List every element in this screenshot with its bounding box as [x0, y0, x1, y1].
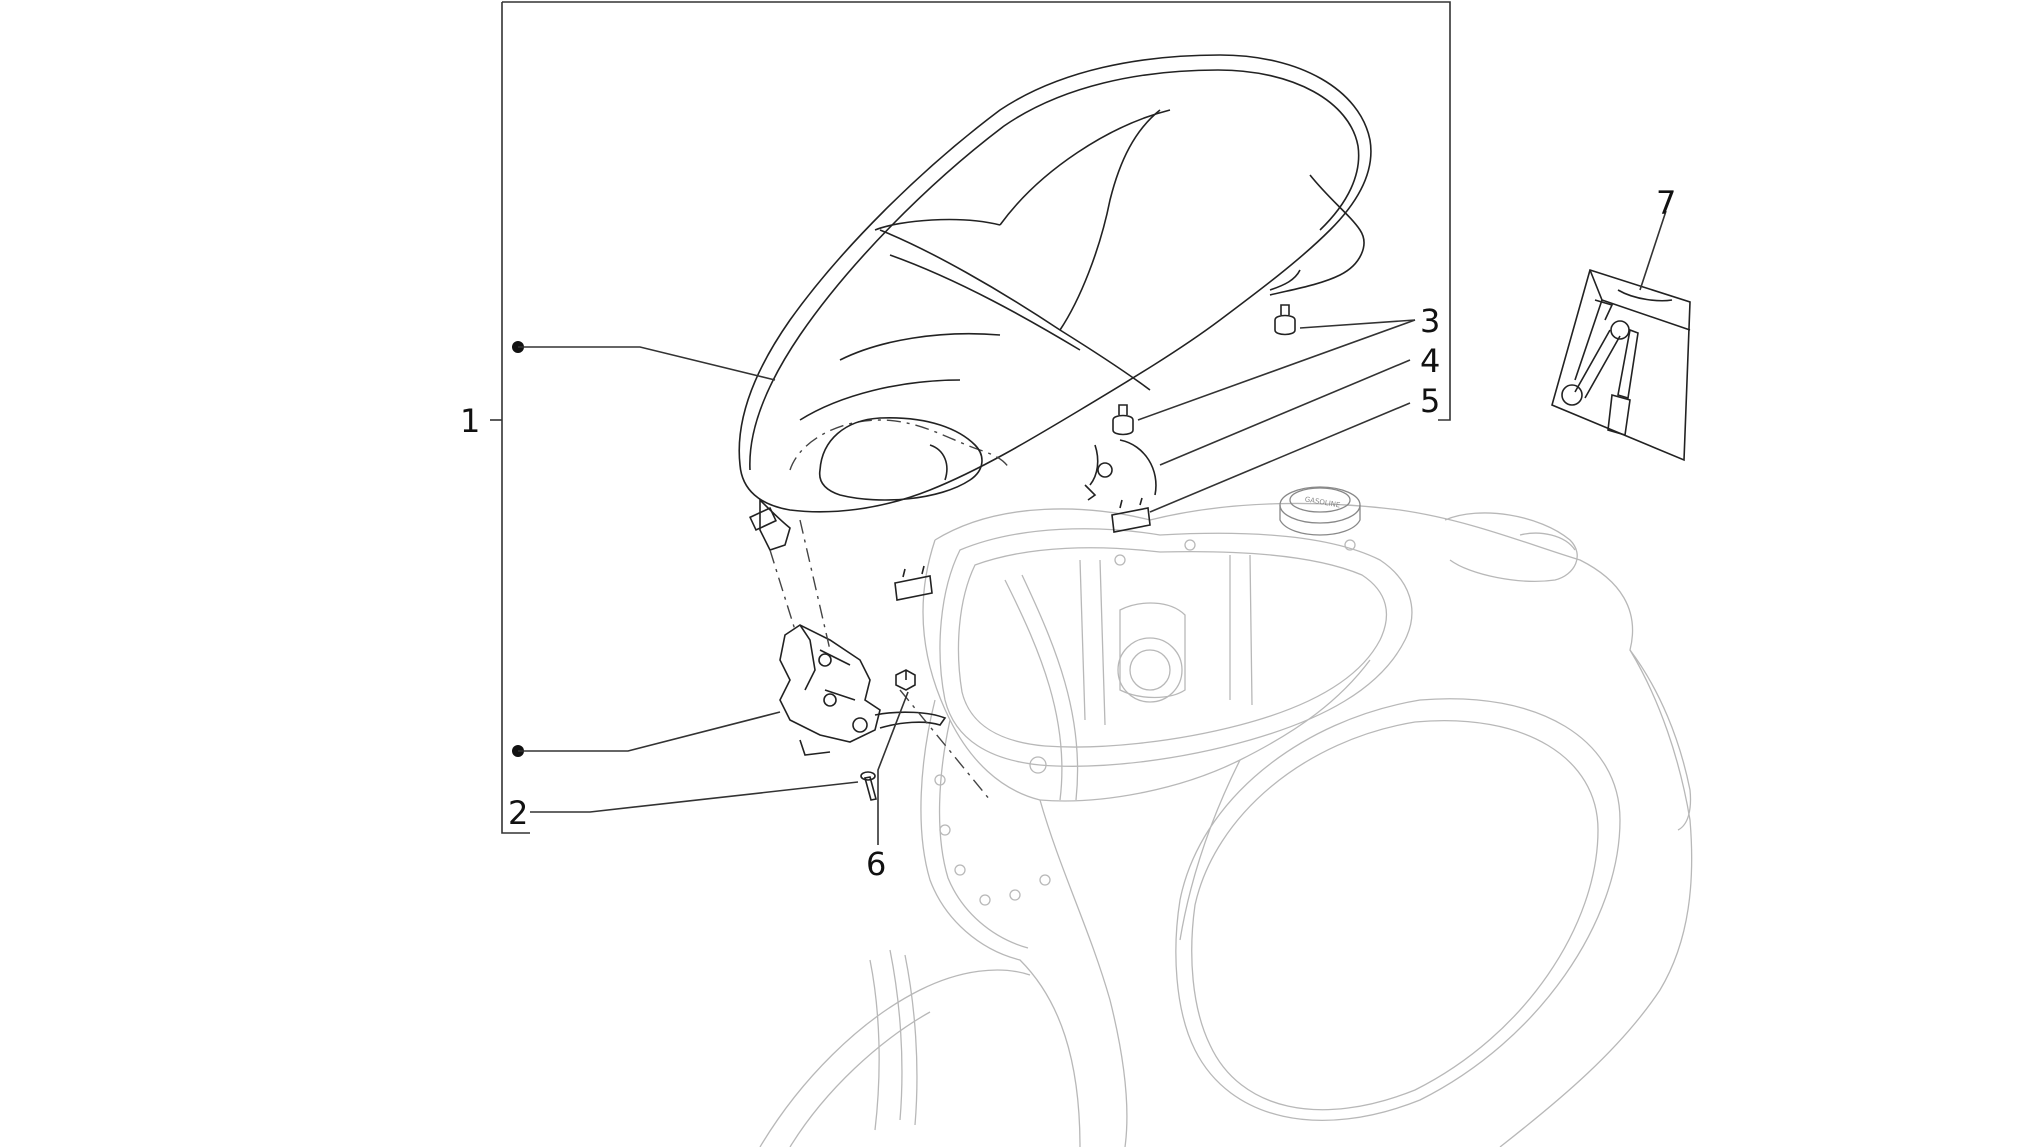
alignment-lines	[769, 519, 991, 801]
leader-lines	[512, 210, 1667, 845]
callout-3: 3	[1420, 302, 1440, 340]
fuel-cap: GASOLINE	[1279, 486, 1361, 536]
seat-assembly	[738, 54, 1372, 551]
part-6-nut	[895, 669, 916, 691]
scooter-body: GASOLINE	[759, 486, 1693, 1147]
callout-2: 2	[508, 794, 528, 832]
seat-hinge	[779, 624, 947, 756]
rim-rivets	[934, 539, 1356, 906]
callout-7: 7	[1656, 184, 1676, 222]
callout-labels: 1 2 3 4 5 6 7	[460, 184, 1676, 883]
callout-1: 1	[460, 402, 480, 440]
fuel-cap-label: GASOLINE	[1304, 495, 1341, 509]
part-4-seat-stop	[1084, 439, 1157, 501]
part-2-screw	[860, 771, 877, 801]
callout-5: 5	[1420, 382, 1440, 420]
callout-6: 6	[866, 845, 886, 883]
item-1-bracket	[490, 1, 1451, 834]
callout-4: 4	[1420, 342, 1440, 380]
part-5-pad	[894, 497, 1151, 601]
part-3-rubber-bumpers	[1112, 304, 1296, 436]
part-7-tool-kit	[1551, 268, 1691, 462]
